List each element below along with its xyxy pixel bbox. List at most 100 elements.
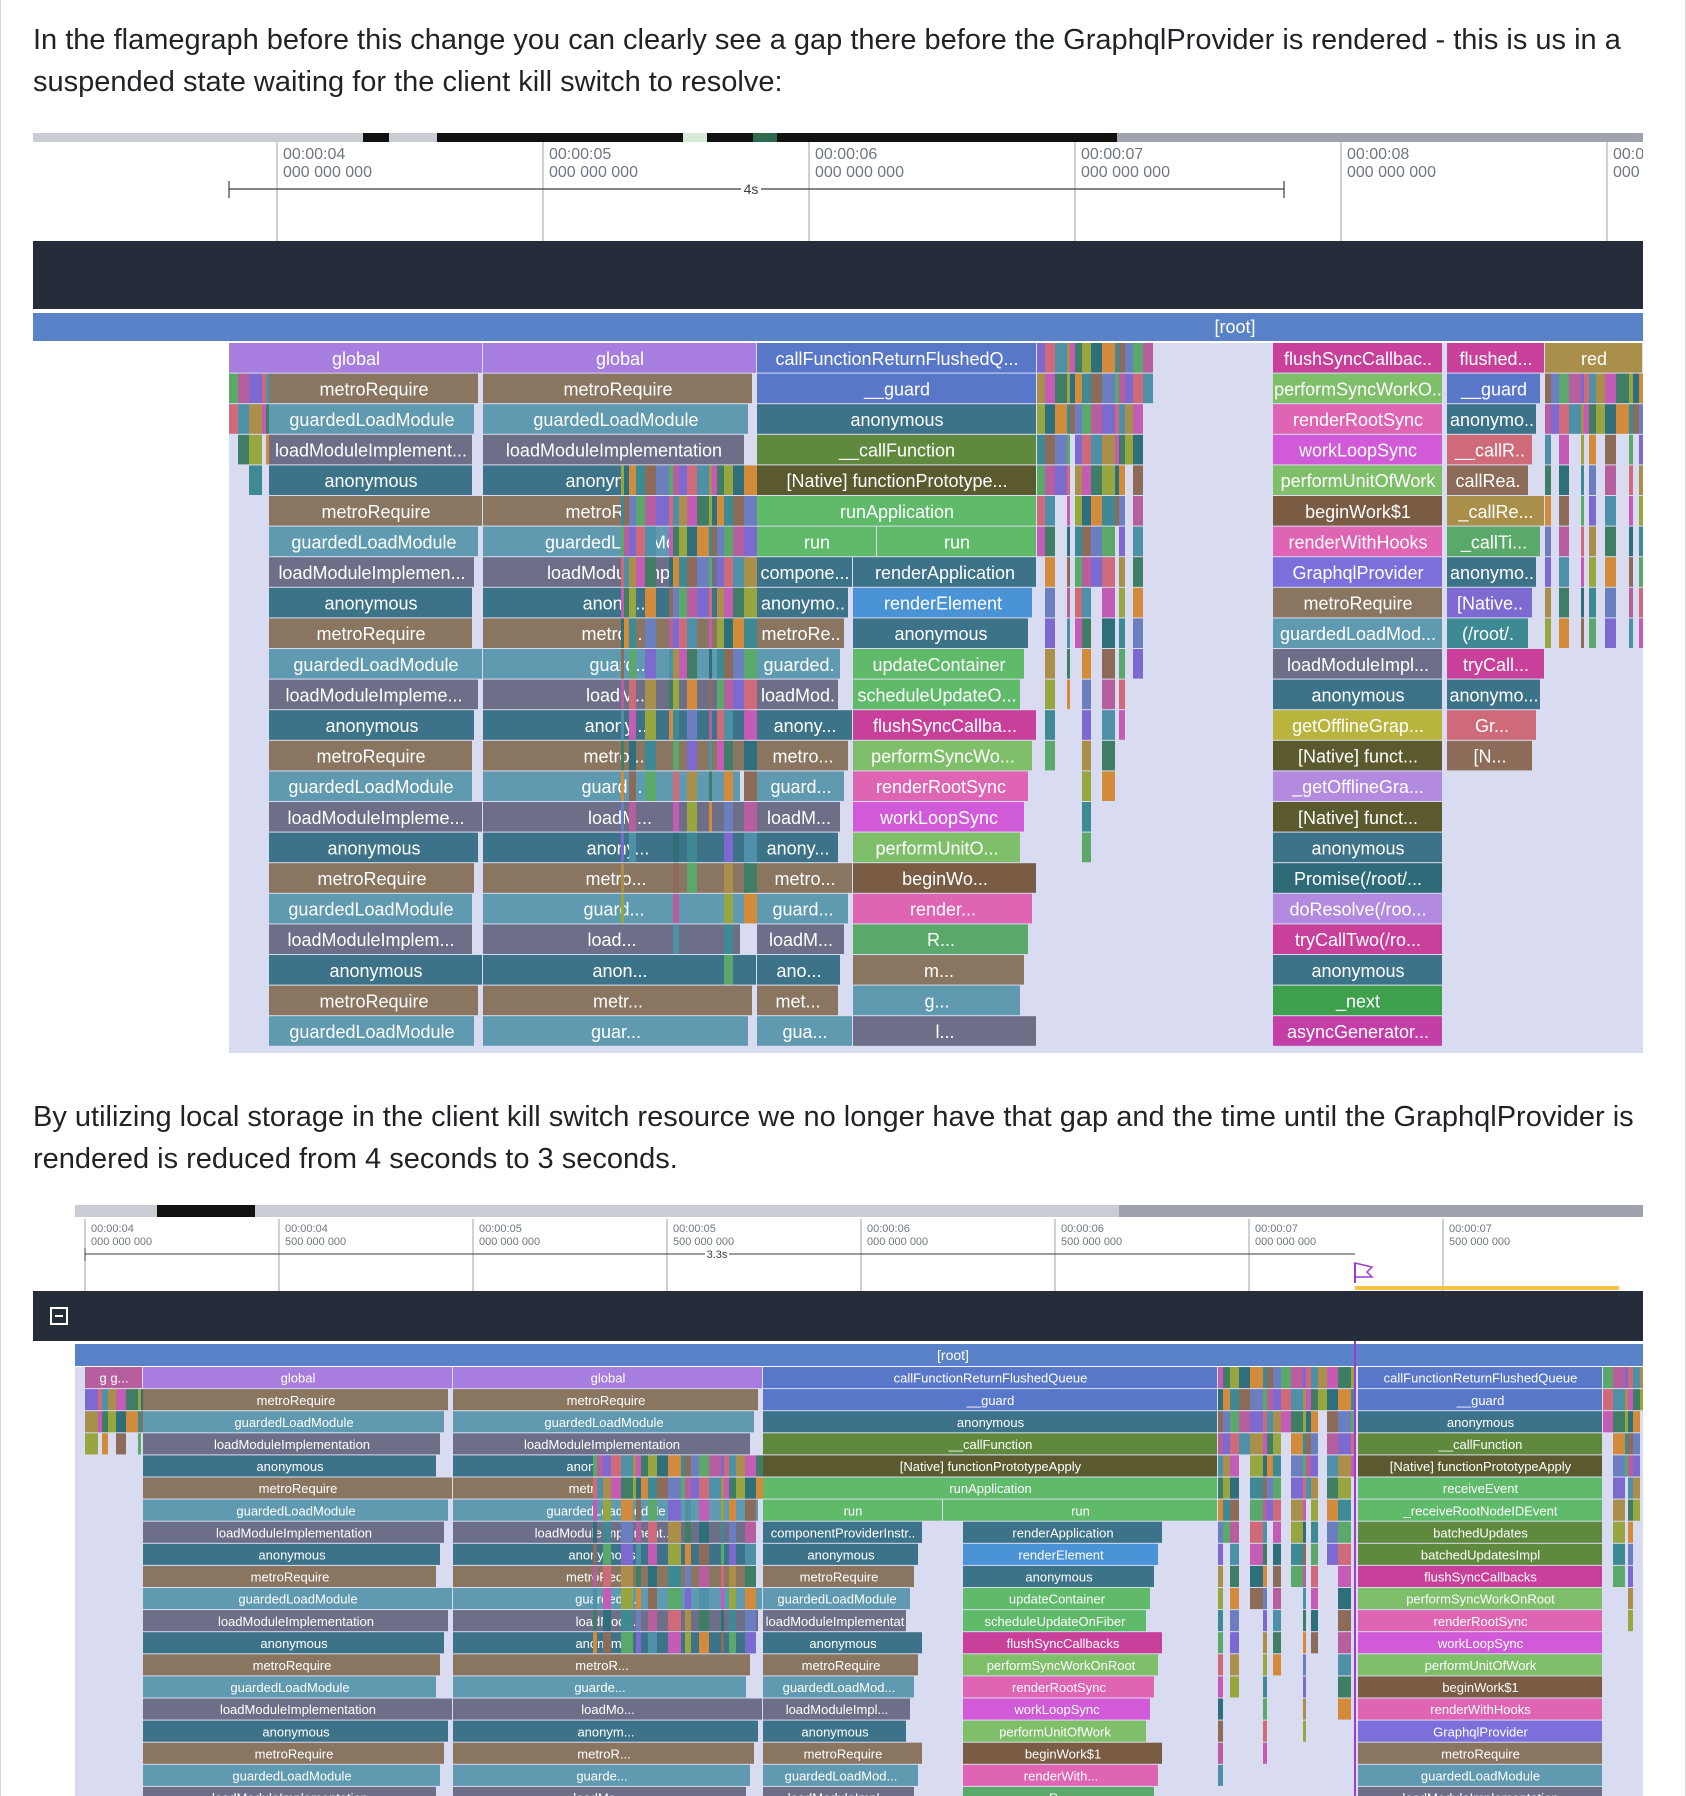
flame-frame-c4[interactable]: loadModuleImpl...: [1273, 649, 1442, 679]
flame-frame-c4[interactable]: renderRootSync: [1358, 1610, 1602, 1632]
flame-frame-c4[interactable]: beginWork$1: [1358, 1676, 1602, 1698]
thin-frame-stack[interactable]: [1581, 373, 1584, 648]
thin-frame-stack[interactable]: [691, 1455, 699, 1499]
thin-frame-stack[interactable]: [266, 373, 269, 465]
flame-frame-c3[interactable]: runApplication: [763, 1477, 1217, 1499]
thin-frame-stack[interactable]: [1125, 343, 1133, 465]
flame-frame-c3b[interactable]: updateContainer: [853, 649, 1024, 679]
flame-frame-c1[interactable]: loadModuleImplemen...: [269, 557, 474, 587]
thin-frame-stack[interactable]: [745, 1455, 756, 1654]
thin-frame-stack[interactable]: [669, 465, 673, 740]
flame-frame-c3a[interactable]: loadModuleImplementat: [763, 1610, 906, 1632]
thin-frame-stack[interactable]: [1230, 1367, 1239, 1698]
thin-frame-stack[interactable]: [673, 465, 679, 954]
flame-frame-c5[interactable]: __callR..: [1447, 434, 1532, 465]
flame-frame-c3b[interactable]: anonymous: [853, 618, 1028, 648]
flame-frame-c4[interactable]: workLoopSync: [1273, 434, 1442, 465]
flame-frame-c3b[interactable]: updateContainer: [963, 1588, 1150, 1610]
flame-frame-c4[interactable]: performSyncWorkO..: [1273, 373, 1442, 404]
flame-frame-c5[interactable]: __guard: [1447, 373, 1540, 404]
thin-frame-stack[interactable]: [1239, 1367, 1250, 1455]
flame-frame-c1[interactable]: loadModuleImplementation: [143, 1698, 452, 1720]
thin-frame-stack[interactable]: [108, 1389, 116, 1433]
flame-frame-c3b[interactable]: renderElement: [963, 1543, 1158, 1565]
flame-frame-global[interactable]: global: [229, 343, 482, 373]
thin-frame-stack[interactable]: [1545, 373, 1551, 648]
flame-frame-c1[interactable]: anonymous: [269, 465, 472, 495]
flame-frame-c3b[interactable]: renderWith...: [963, 1764, 1158, 1786]
thin-frame-stack[interactable]: [1559, 373, 1569, 648]
flame-frame-c1[interactable]: loadModuleImplement...: [269, 434, 472, 465]
flame-frame-c3b[interactable]: flushSyncCallba...: [853, 710, 1036, 740]
thin-frame-stack[interactable]: [668, 1455, 681, 1654]
flame-frame-c3a[interactable]: guarded.: [757, 649, 840, 679]
flame-frame-c4[interactable]: callFunctionReturnFlushedQueue: [1358, 1367, 1602, 1389]
flame-frame-c3a[interactable]: ano...: [757, 955, 840, 985]
flame-frame-run[interactable]: run: [763, 1499, 942, 1521]
flame-frame-c4[interactable]: performUnitOfWork: [1273, 465, 1442, 495]
flame-frame-c3b[interactable]: beginWork$1: [963, 1742, 1162, 1764]
flame-frame-c3[interactable]: __callFunction: [763, 1433, 1217, 1455]
flame-frame-c3a[interactable]: loadM...: [757, 924, 844, 954]
thin-frame-stack[interactable]: [98, 1389, 102, 1433]
flame-frame-c1[interactable]: metroRequire: [269, 863, 474, 893]
flame-frame-c1[interactable]: loadModuleImpleme...: [269, 802, 482, 832]
flame-frame-c1[interactable]: guardedLoadModule: [143, 1499, 448, 1521]
flame-frame-run[interactable]: run: [943, 1499, 1217, 1521]
flame-frame-c3a[interactable]: guardedLoadModule: [763, 1588, 910, 1610]
thin-frame-stack[interactable]: [238, 373, 249, 465]
thin-frame-stack[interactable]: [1133, 343, 1143, 679]
flame-frame-c3a[interactable]: loadModuleImpl...: [763, 1698, 910, 1720]
flame-frame-c3b[interactable]: beginWo...: [853, 863, 1036, 893]
flame-frame-c4[interactable]: workLoopSync: [1358, 1632, 1602, 1654]
thin-frame-stack[interactable]: [1082, 343, 1091, 863]
flame-frame-c4[interactable]: anonymous: [1273, 955, 1442, 985]
flame-frame-c3a[interactable]: componentProviderInstr..: [763, 1521, 922, 1543]
thin-frame-stack[interactable]: [629, 465, 636, 863]
flame-frame-c1[interactable]: anonymous: [143, 1455, 436, 1477]
thin-frame-stack[interactable]: [138, 1389, 141, 1455]
flame-frame-c4[interactable]: Promise(/root/...: [1273, 863, 1442, 893]
flame-frame-c3[interactable]: anonymous: [763, 1411, 1217, 1433]
flame-frame-c2[interactable]: metroRequire: [453, 1389, 758, 1411]
flame-frame-global[interactable]: global: [143, 1367, 452, 1389]
flame-frame-c5[interactable]: Gr...: [1447, 710, 1536, 740]
flame-frame-c3b[interactable]: performUnitOfWork: [963, 1720, 1146, 1742]
thin-frame-stack[interactable]: [721, 1455, 724, 1654]
flame-frame-c4[interactable]: tryCallTwo(/ro...: [1273, 924, 1442, 954]
thin-frame-stack[interactable]: [645, 465, 656, 801]
thin-frame-stack[interactable]: [1267, 1367, 1273, 1521]
flame-frame-c1[interactable]: metroRequire: [143, 1654, 440, 1676]
flame-frame-c2[interactable]: guard...: [483, 771, 740, 801]
thin-frame-stack[interactable]: [709, 465, 712, 832]
flame-frame-c1[interactable]: metroRequire: [269, 740, 472, 771]
flame-frame-c2[interactable]: anony...: [483, 832, 752, 863]
thin-frame-stack[interactable]: [229, 373, 238, 434]
thin-frame-stack[interactable]: [1263, 1367, 1267, 1764]
thin-frame-stack[interactable]: [724, 465, 733, 985]
thin-frame-stack[interactable]: [1119, 343, 1125, 740]
thin-frame-stack[interactable]: [699, 1455, 709, 1654]
thin-frame-stack[interactable]: [85, 1389, 98, 1455]
flame-frame-c2[interactable]: metro...: [483, 740, 744, 771]
flame-frame-c5[interactable]: anonymo...: [1447, 679, 1540, 710]
flame-frame-c3a[interactable]: guardedLoadMod...: [763, 1676, 914, 1698]
flame-frame-c3a[interactable]: metro...: [757, 863, 852, 893]
flame-frame-c3a[interactable]: metro...: [757, 740, 848, 771]
flame-frame-c2[interactable]: guard...: [483, 893, 744, 924]
flame-frame-c3b[interactable]: l...: [853, 1016, 1036, 1046]
flame-frame-c4[interactable]: flushSyncCallbac..: [1273, 343, 1442, 373]
thin-frame-stack[interactable]: [1596, 373, 1605, 434]
flame-frame-c3[interactable]: __guard: [757, 373, 1036, 404]
flame-frame-c2[interactable]: metr...: [483, 985, 752, 1016]
thin-frame-stack[interactable]: [1091, 343, 1102, 587]
thin-frame-stack[interactable]: [633, 1455, 636, 1499]
flame-frame-c4[interactable]: _next: [1273, 985, 1442, 1016]
flame-frame-c3b[interactable]: render...: [853, 893, 1032, 924]
flame-frame-c2[interactable]: guar...: [483, 1016, 748, 1046]
flame-frame-c2[interactable]: metroR...: [453, 1742, 754, 1764]
flame-frame-c3b[interactable]: renderElement: [853, 587, 1032, 618]
flame-frame-c4[interactable]: asyncGenerator...: [1273, 1016, 1442, 1046]
